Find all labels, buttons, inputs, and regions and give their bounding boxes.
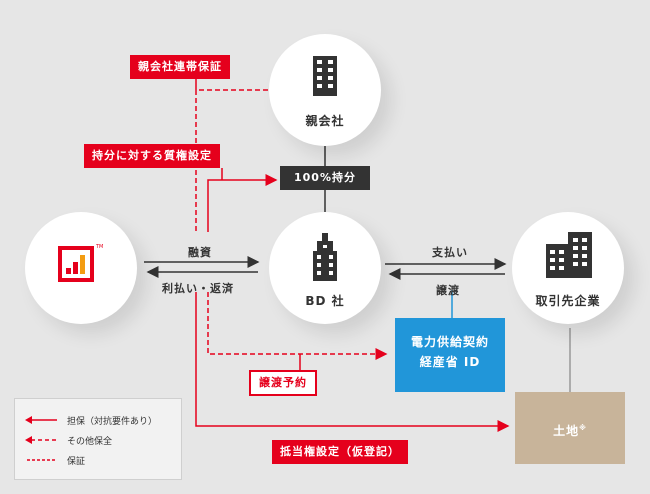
legend-label-other: その他保全 <box>67 437 113 447</box>
ownership-label: 100%持分 <box>280 166 370 190</box>
legend-label-collateral: 担保（対抗要件あり） <box>67 417 158 427</box>
mortgage-tag: 抵当権設定（仮登記） <box>272 440 408 464</box>
legend-label-guarantee: 保証 <box>67 457 86 467</box>
pledge-arrow <box>207 174 278 232</box>
parent-company-label: 親会社 <box>305 114 345 128</box>
legend: 担保（対抗要件あり） その他保全 保証 <box>14 398 182 480</box>
assignment-label: 譲渡 <box>436 284 460 297</box>
solid-arrow-icon <box>25 416 57 424</box>
supplier-label: 取引先企業 <box>535 294 601 308</box>
pledge-tag: 持分に対する質権設定 <box>84 144 220 168</box>
office-building-icon <box>546 232 592 278</box>
land-note-mark: ※ <box>579 424 587 432</box>
financing-label: 融資 <box>188 246 212 259</box>
tower-icon <box>313 233 337 281</box>
land-box: 土地※ <box>515 392 625 464</box>
interest-label: 利払い・返済 <box>162 282 234 295</box>
dashed-arrow-icon <box>25 436 57 444</box>
lender-trademark: TM <box>96 244 104 250</box>
reservation-arrow <box>207 292 388 360</box>
lender-logo <box>58 246 94 282</box>
contract-line-2: 経産省 ID <box>419 355 481 369</box>
building-icon <box>313 56 337 96</box>
dotted-line-icon <box>27 459 57 461</box>
bd-company-label: BD 社 <box>305 294 345 308</box>
bar-chart-icon <box>66 255 85 274</box>
payment-label: 支払い <box>432 246 468 259</box>
parent-guarantee-tag: 親会社連帯保証 <box>130 55 230 79</box>
contract-line-1: 電力供給契約 <box>410 335 489 349</box>
land-label: 土地 <box>553 424 580 438</box>
transfer-reservation-tag: 譲渡予約 <box>249 370 317 396</box>
mortgage-arrow <box>195 292 510 432</box>
power-contract-box: 電力供給契約 経産省 ID <box>395 318 505 392</box>
